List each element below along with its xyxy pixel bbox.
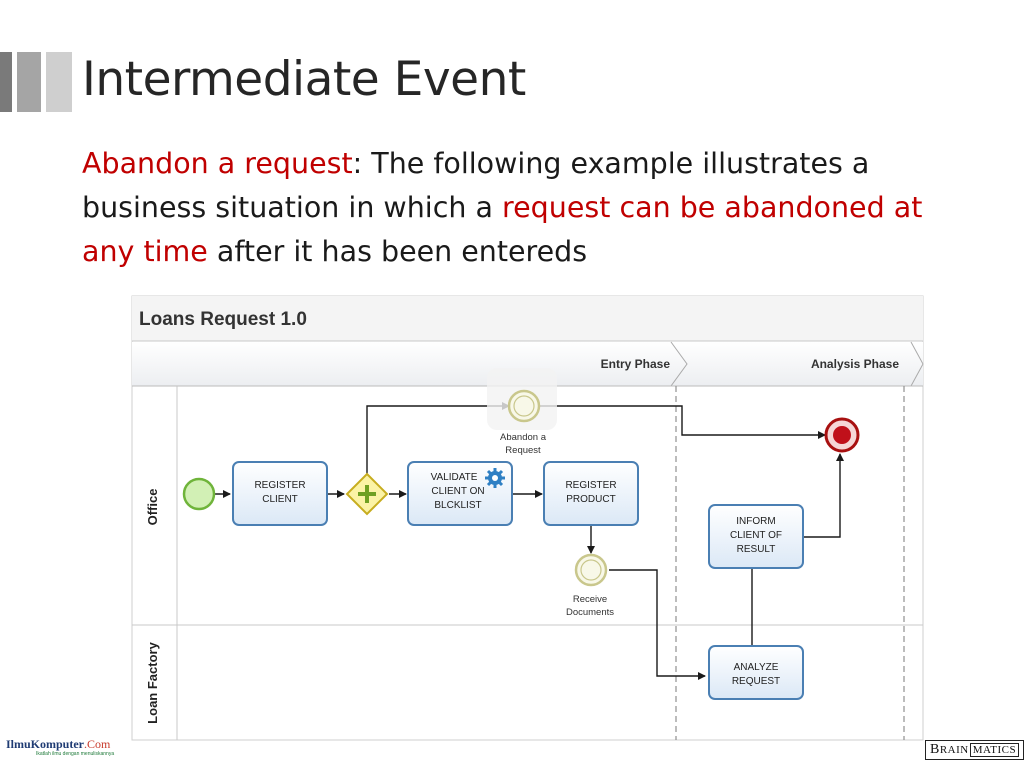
- body-highlight-request: request can be abandoned at any time: [82, 191, 923, 268]
- slide-title: Intermediate Event: [82, 52, 526, 107]
- phase-entry: Entry Phase: [601, 357, 671, 371]
- abandon-intermediate-event-icon: [507, 389, 541, 423]
- phase-analysis: Analysis Phase: [811, 357, 899, 371]
- body-text-2: after it has been entereds: [207, 235, 588, 268]
- parallel-gateway-icon: [345, 472, 389, 516]
- slide-body: Abandon a request: The following example…: [82, 142, 982, 274]
- receive-documents-event-icon: [574, 553, 608, 587]
- body-text-1: : The following example illustrates a bu…: [82, 147, 870, 224]
- lane-loan-factory: Loan Factory: [145, 641, 160, 723]
- end-event-icon: [824, 417, 860, 453]
- gear-icon: [485, 468, 505, 488]
- diagram-title: Loans Request 1.0: [139, 309, 307, 330]
- bpmn-diagram: Loans Request 1.0 Entry Phase Analysis P…: [131, 295, 924, 741]
- start-event-icon: [182, 477, 216, 511]
- ilmukomputer-logo: IlmuKomputer.Com Ikatlah ilmu dengan men…: [6, 737, 115, 757]
- body-highlight-abandon: Abandon a request: [82, 147, 353, 180]
- lane-office: Office: [145, 489, 160, 526]
- logo-tagline: Ikatlah ilmu dengan menuliskannya: [36, 751, 115, 757]
